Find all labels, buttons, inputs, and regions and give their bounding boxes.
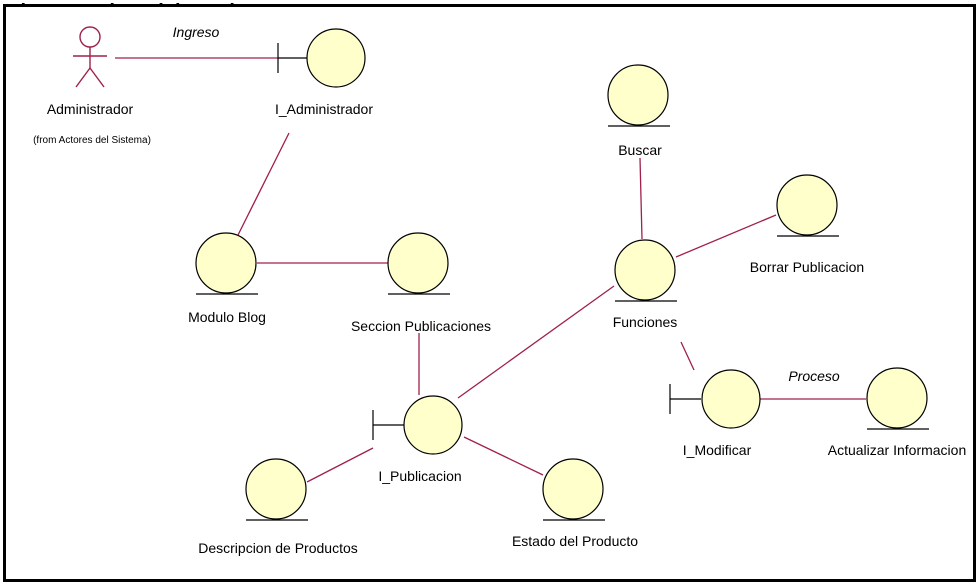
entity-circle-icon bbox=[607, 64, 669, 126]
entity-funciones[interactable]: Funciones bbox=[613, 239, 678, 330]
entity-circle-icon bbox=[195, 232, 257, 294]
links bbox=[115, 57, 866, 483]
boundary-i-publicacion[interactable]: I_Publicacion bbox=[372, 395, 463, 484]
object-label: Funciones bbox=[613, 314, 678, 330]
actor-administrador[interactable]: Administrador (from Actores del Sistema) bbox=[33, 26, 151, 146]
entity-circle-icon bbox=[387, 232, 449, 294]
entity-modulo-blog[interactable]: Modulo Blog bbox=[188, 232, 266, 325]
boundary-i-modificar[interactable]: I_Modificar bbox=[669, 369, 761, 458]
message-ingreso: Ingreso bbox=[173, 24, 220, 40]
object-label: I_Publicacion bbox=[378, 468, 461, 484]
boundary-circle-icon bbox=[403, 395, 463, 455]
entity-circle-icon bbox=[776, 174, 838, 236]
link-buscar-funciones bbox=[639, 157, 643, 240]
boundary-circle-icon bbox=[701, 369, 761, 429]
link-ipublicacion-funciones bbox=[457, 285, 615, 399]
link-iadmin-blog bbox=[237, 132, 290, 236]
boundary-circle-icon bbox=[306, 28, 366, 88]
object-label: I_Modificar bbox=[683, 442, 752, 458]
entity-circle-icon bbox=[866, 367, 928, 429]
actor-note: (from Actores del Sistema) bbox=[33, 135, 151, 146]
entity-buscar[interactable]: Buscar bbox=[607, 64, 670, 158]
object-label: Borrar Publicacion bbox=[750, 259, 864, 275]
link-ipublicacion-estado bbox=[463, 436, 544, 476]
object-label: I_Administrador bbox=[275, 101, 373, 117]
boundary-i-administrador[interactable]: I_Administrador bbox=[275, 28, 373, 117]
entity-estado-producto[interactable]: Estado del Producto bbox=[512, 458, 638, 549]
diagram-title: Diagrama de Colaboracion bbox=[6, 1, 259, 23]
link-funciones-imodificar bbox=[680, 341, 695, 371]
entity-circle-icon bbox=[245, 458, 307, 520]
link-descripcion-ipublicacion bbox=[306, 447, 374, 483]
entity-borrar-publicacion[interactable]: Borrar Publicacion bbox=[750, 174, 864, 275]
diagram-title-fragment: Diagrama de Colaboracion bbox=[6, 1, 259, 23]
object-label: Actualizar Informacion bbox=[828, 442, 967, 458]
object-label: Estado del Producto bbox=[512, 533, 638, 549]
link-funciones-borrar bbox=[675, 214, 777, 258]
object-label: Seccion Publicaciones bbox=[351, 318, 491, 334]
entity-descripcion-productos[interactable]: Descripcion de Productos bbox=[198, 458, 358, 556]
diagram-frame bbox=[3, 4, 976, 582]
object-label: Modulo Blog bbox=[188, 309, 266, 325]
message-proceso: Proceso bbox=[788, 368, 840, 384]
object-label: Descripcion de Productos bbox=[198, 540, 358, 556]
entity-seccion-publicaciones[interactable]: Seccion Publicaciones bbox=[351, 232, 491, 334]
actor-name: Administrador bbox=[47, 101, 134, 117]
stick-figure-icon bbox=[73, 26, 107, 88]
entity-actualizar-informacion[interactable]: Actualizar Informacion bbox=[828, 367, 967, 458]
entity-circle-icon bbox=[614, 239, 676, 301]
object-label: Buscar bbox=[618, 142, 662, 158]
entity-circle-icon bbox=[542, 458, 604, 520]
